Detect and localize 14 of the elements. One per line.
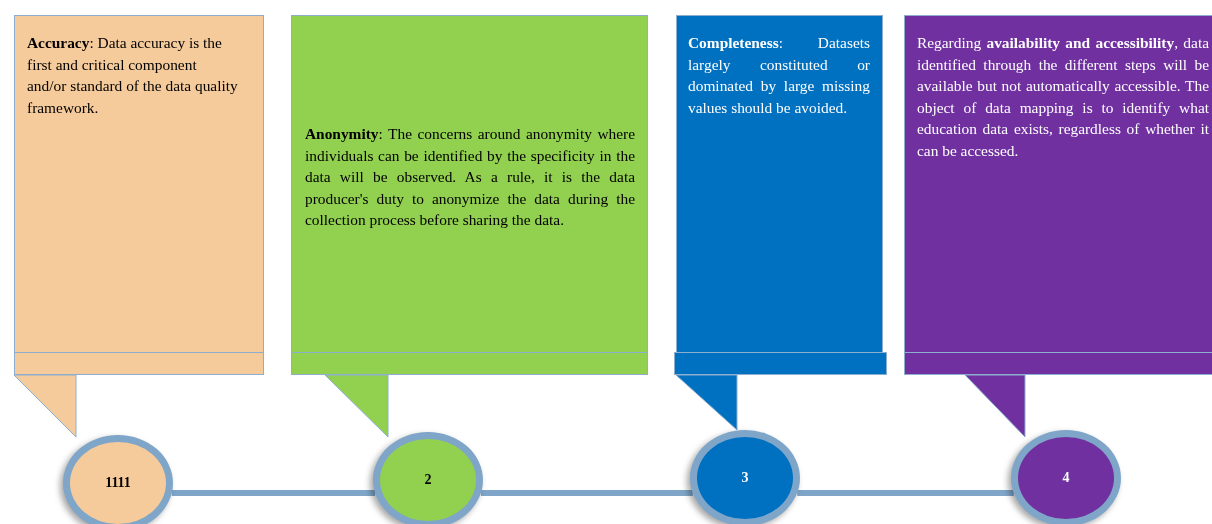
description-text: Regarding availability and accessibility, data identified through the different steps will be available but not automatically accessible. The object of data mapping is to identify what education data exists, regardless of whether it can be accessed.	[917, 33, 1209, 161]
step-number: 1111	[105, 475, 131, 491]
step-circle	[63, 435, 173, 524]
step-circle	[1011, 430, 1121, 524]
description-text: Accuracy: Data accuracy is the first and critical component and/or standard of the data quality framework.	[27, 33, 239, 118]
description-text: Anonymity: The concerns around anonymity where individuals can be identified by the specificity in the data will be observed. As a rule, it is the data producer's duty to anonymize the data during the collection process before sharing the data.	[305, 124, 635, 231]
step-circle	[373, 432, 483, 524]
connector-line	[797, 490, 1014, 496]
step-number: 3	[741, 470, 749, 486]
description-text: Completeness: Datasets largely constituted or dominated by large missing values should be avoided.	[688, 33, 870, 118]
step-number: 2	[424, 472, 432, 488]
connector-line	[171, 490, 376, 496]
connector-line	[480, 490, 693, 496]
step-number: 4	[1062, 470, 1070, 486]
